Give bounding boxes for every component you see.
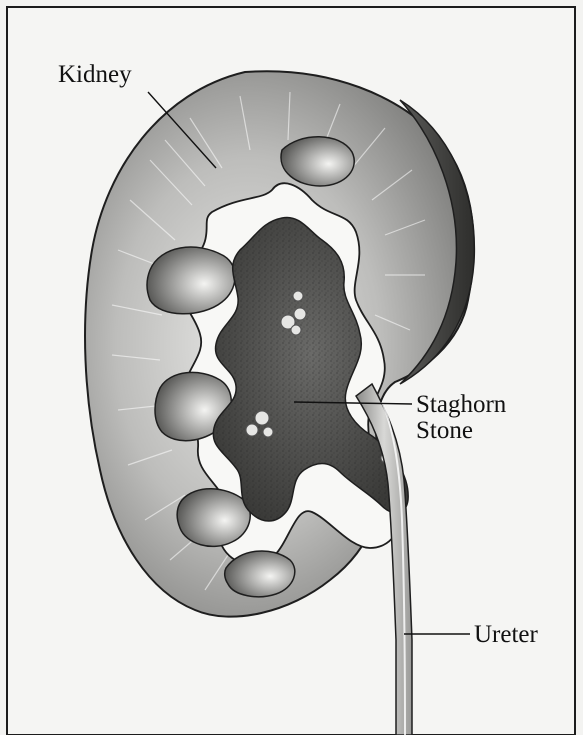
staghorn-label-line2: Stone xyxy=(416,418,473,444)
kidney-label: Kidney xyxy=(58,62,132,88)
pyramid-lower-left xyxy=(177,489,250,547)
pyramid-bottom xyxy=(225,551,295,597)
staghorn-label-line1: Staghorn xyxy=(416,392,506,418)
ureter-label: Ureter xyxy=(474,622,538,648)
